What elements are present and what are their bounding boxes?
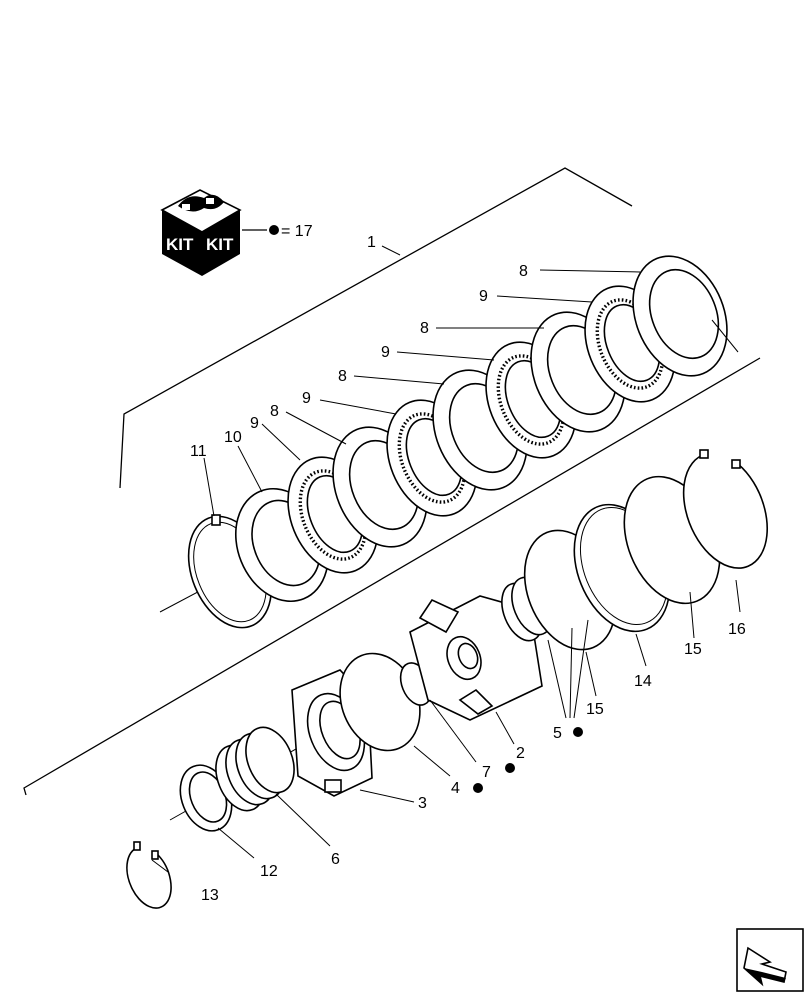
snap-ring-16 xyxy=(682,449,769,569)
callout-10: 10 xyxy=(224,429,242,446)
callout-8: 8 xyxy=(270,403,279,420)
upper-axis-tail xyxy=(711,319,739,353)
leader-1 xyxy=(381,245,401,256)
callout-15: 15 xyxy=(684,641,702,658)
callout-2: 2 xyxy=(516,745,525,762)
assembly-bracket-upper xyxy=(119,167,633,489)
callout-16: 16 xyxy=(728,621,746,638)
callout-labels: 1 8 9 8 9 8 9 8 9 10 11 2 3 4 5 6 7 12 1… xyxy=(190,234,746,904)
callout-9: 9 xyxy=(381,344,390,361)
callout-11: 11 xyxy=(190,443,207,460)
callout-7: 7 xyxy=(482,764,491,781)
marker-dot-4 xyxy=(473,783,483,793)
kit-right-label: KIT xyxy=(206,235,234,254)
callout-8: 8 xyxy=(338,368,347,385)
callout-13: 13 xyxy=(201,887,219,904)
steel-plate-8a xyxy=(632,255,728,377)
kit-box-icon: KIT KIT xyxy=(160,189,242,276)
marker-dot-7 xyxy=(505,763,515,773)
callout-9: 9 xyxy=(250,415,259,432)
callout-14: 14 xyxy=(634,673,652,690)
callout-3: 3 xyxy=(418,795,427,812)
callout-1: 1 xyxy=(367,234,376,251)
callout-9: 9 xyxy=(302,390,311,407)
snap-ring-13 xyxy=(126,841,172,909)
callout-8: 8 xyxy=(519,263,528,280)
lower-leader-lines xyxy=(151,579,741,873)
kit-left-label: KIT xyxy=(166,235,194,254)
kit-legend-label: = 17 xyxy=(281,223,313,240)
callout-6: 6 xyxy=(331,851,340,868)
spring-6 xyxy=(215,726,295,812)
callout-9: 9 xyxy=(479,288,488,305)
callout-12: 12 xyxy=(260,863,278,880)
kit-marker-dot xyxy=(269,225,279,235)
assembly-bracket-lower xyxy=(23,357,761,796)
callout-15: 15 xyxy=(586,701,604,718)
next-page-arrow-icon[interactable] xyxy=(736,928,804,992)
callout-8: 8 xyxy=(420,320,429,337)
callout-4: 4 xyxy=(451,780,460,797)
marker-dot-5 xyxy=(573,727,583,737)
upper-leader-lines xyxy=(203,269,641,517)
callout-5: 5 xyxy=(553,725,562,742)
